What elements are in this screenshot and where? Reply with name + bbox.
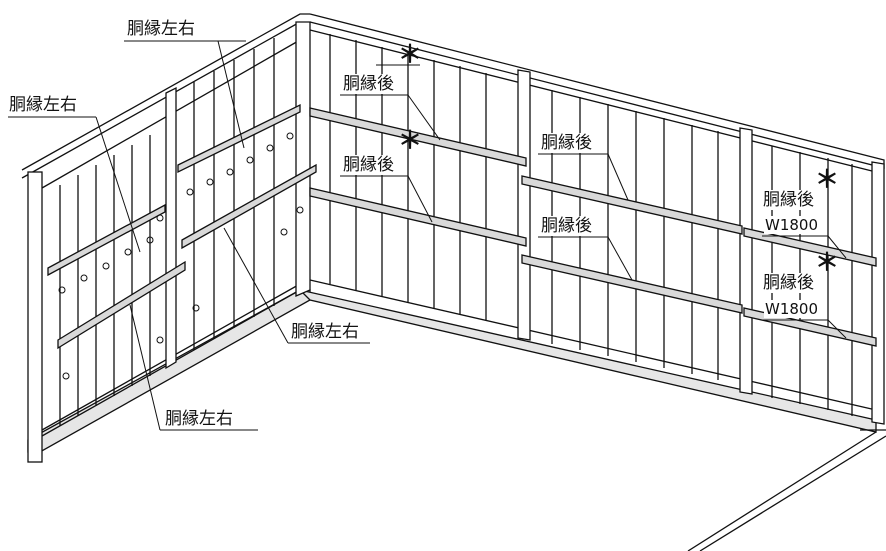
asterisk-mark: ＊ bbox=[815, 248, 839, 276]
leader-lines bbox=[8, 40, 847, 431]
screw-set bbox=[58, 132, 304, 380]
label-side-rail-bottom: 胴縁左右 bbox=[164, 409, 234, 429]
label-back-rail-c-bottom: 胴縁後 bbox=[762, 273, 815, 293]
label-width-c-bottom: W1800 bbox=[764, 300, 820, 318]
label-back-rail-a-bottom: 胴縁後 bbox=[342, 155, 395, 175]
label-back-rail-a-top: 胴縁後 bbox=[342, 74, 395, 94]
label-width-c-top: W1800 bbox=[764, 216, 820, 234]
label-back-rail-b-top: 胴縁後 bbox=[540, 133, 593, 153]
asterisk-mark: ＊ bbox=[398, 40, 422, 68]
asterisk-mark: ＊ bbox=[398, 126, 422, 154]
asterisk-mark: ＊ bbox=[815, 165, 839, 193]
left-side-wall bbox=[21, 13, 317, 463]
label-side-rail-top: 胴縁左右 bbox=[126, 19, 196, 39]
label-back-rail-b-bottom: 胴縁後 bbox=[540, 216, 593, 236]
foundation-base bbox=[27, 288, 886, 551]
label-back-rail-c-top: 胴縁後 bbox=[762, 190, 815, 210]
label-side-rail-middle: 胴縁左右 bbox=[290, 322, 360, 342]
label-side-rail-left: 胴縁左右 bbox=[8, 95, 78, 115]
